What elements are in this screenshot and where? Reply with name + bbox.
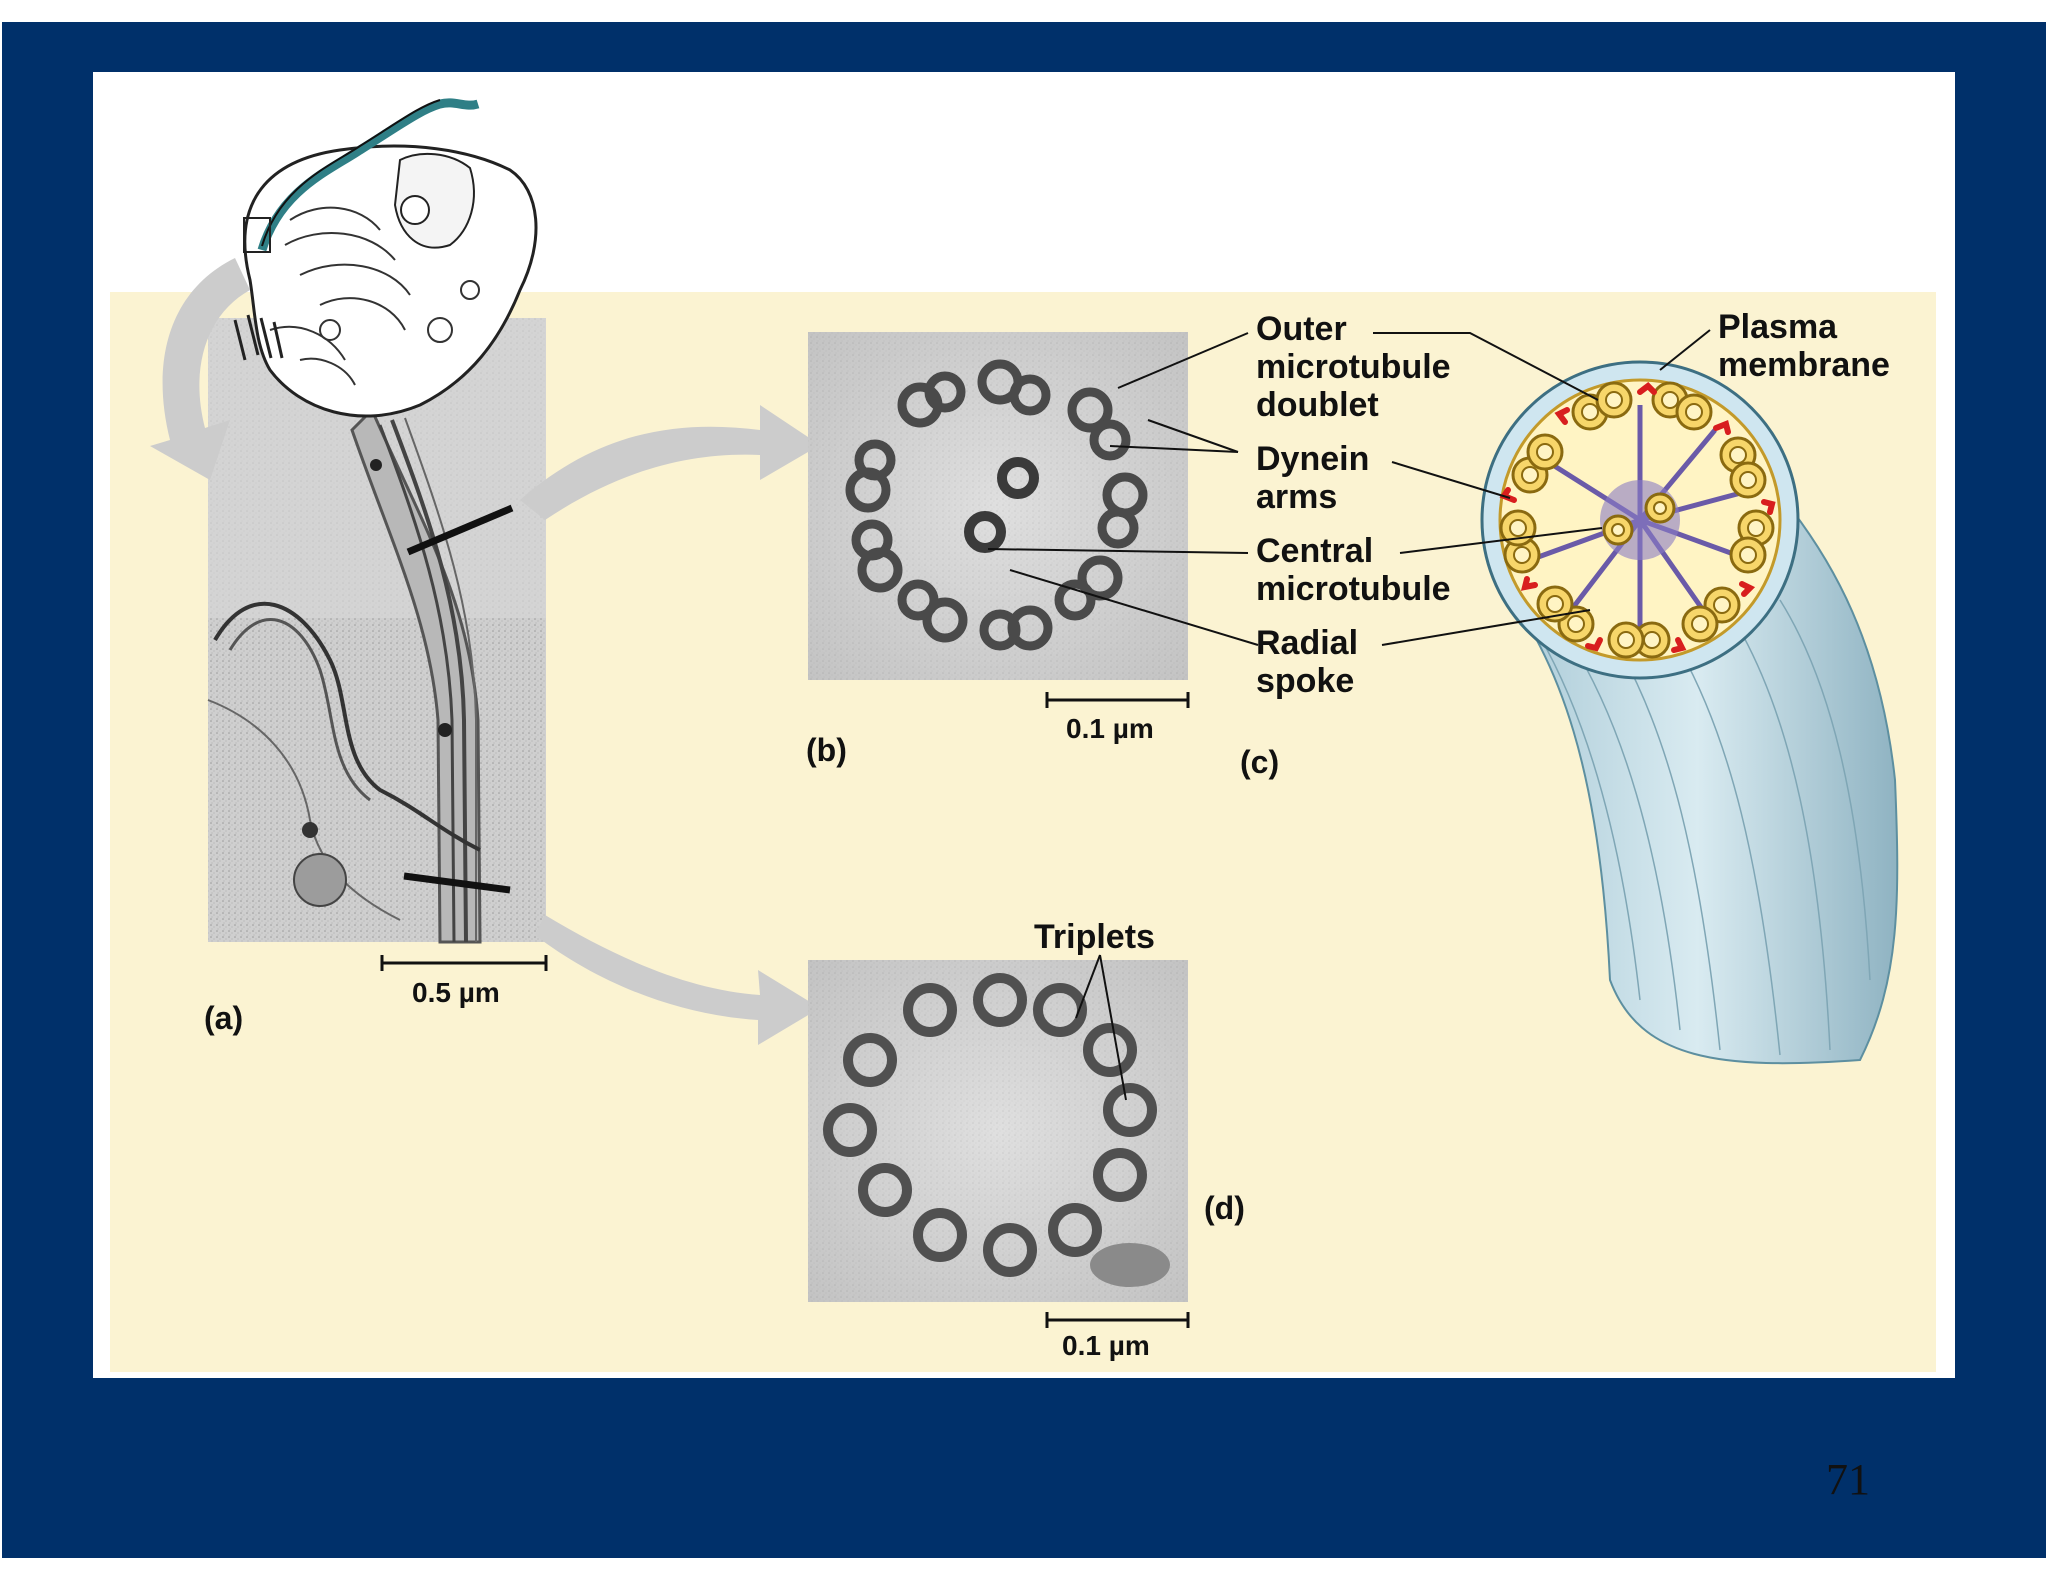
panel-label-a: (a) <box>204 1000 244 1036</box>
label-outer-microtubule-doublet: Outer microtubule doublet <box>1256 310 1451 424</box>
slide-number: 71 <box>1826 1455 1870 1504</box>
label-plasma-membrane: Plasma membrane <box>1718 308 1890 384</box>
panel-label-b: (b) <box>806 732 847 768</box>
micrograph-a <box>207 318 546 944</box>
arrow-cell-to-a <box>150 258 250 480</box>
axoneme-illustration <box>1480 360 1899 1065</box>
label-central-microtubule: Central microtubule <box>1256 532 1451 608</box>
callout-lines <box>987 329 1711 1101</box>
cell-drawing <box>233 98 538 418</box>
arrow-a-to-b <box>520 405 820 520</box>
label-dynein-arms: Dynein arms <box>1256 440 1370 516</box>
micrograph-b <box>808 332 1188 680</box>
panel-label-d: (d) <box>1204 1190 1245 1226</box>
micrograph-d <box>808 960 1188 1302</box>
scale-bars <box>380 692 1190 1328</box>
arrow-a-to-d <box>535 915 820 1045</box>
scale-label-b: 0.1 µm <box>1066 713 1154 744</box>
scale-label-a: 0.5 µm <box>412 977 500 1008</box>
label-radial-spoke: Radial spoke <box>1256 624 1359 700</box>
label-triplets: Triplets <box>1034 918 1155 956</box>
scale-label-d: 0.1 µm <box>1062 1330 1150 1361</box>
panel-label-c: (c) <box>1240 744 1280 780</box>
